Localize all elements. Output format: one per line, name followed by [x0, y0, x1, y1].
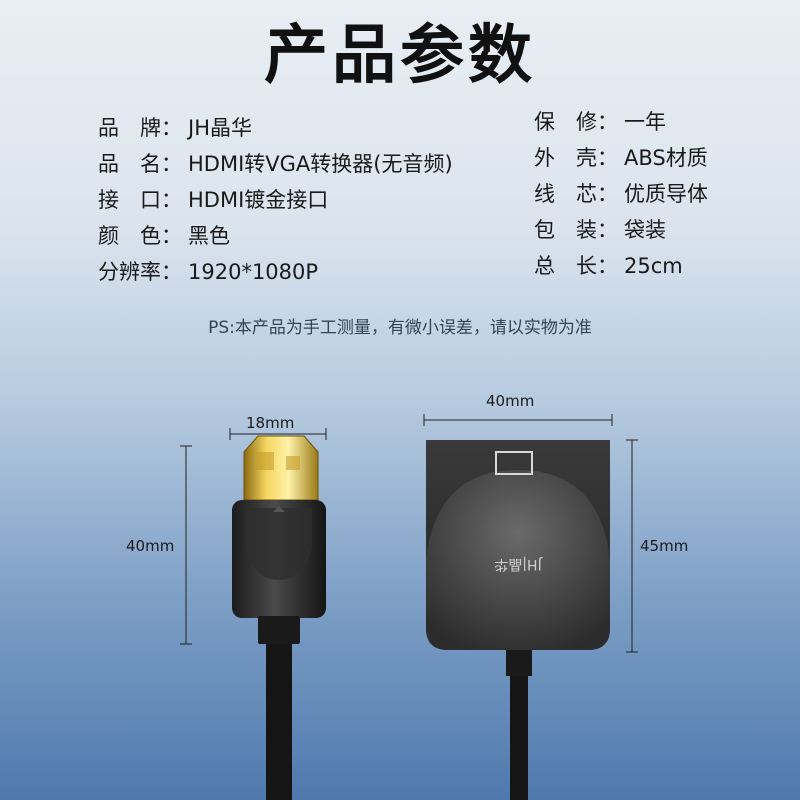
box-height-label: 45mm	[640, 537, 689, 555]
measurement-note: PS:本产品为手工测量，有微小误差，请以实物为准	[208, 318, 592, 338]
spec-value: 优质导体	[624, 182, 708, 206]
spec-key: 品 牌：	[98, 116, 182, 140]
spec-interface: 接 口：HDMI镀金接口	[98, 188, 328, 212]
box-strain-relief	[506, 650, 532, 676]
spec-key: 总 长：	[534, 254, 618, 278]
spec-value: 黑色	[188, 224, 230, 248]
spec-key: 分辨率：	[98, 260, 182, 284]
spec-product-name: 品 名：HDMI转VGA转换器(无音频)	[98, 152, 453, 176]
spec-value: ABS材质	[624, 146, 708, 170]
spec-warranty: 保 修：一年	[534, 110, 666, 134]
monitor-icon	[495, 451, 533, 475]
spec-core: 线 芯：优质导体	[534, 182, 708, 206]
gold-plug-tip	[243, 435, 319, 501]
strain-relief	[258, 616, 300, 644]
box-hump	[426, 470, 610, 650]
spec-value: 一年	[624, 110, 666, 134]
box-cable	[510, 676, 528, 800]
dimension-lines	[180, 414, 638, 653]
spec-value: JH晶华	[188, 116, 252, 140]
plug-contact	[256, 452, 274, 470]
hdmi-plug	[232, 435, 326, 800]
spec-key: 包 装：	[534, 218, 618, 242]
plug-height-label: 40mm	[126, 537, 175, 555]
spec-resolution: 分辨率：1920*1080P	[98, 260, 318, 284]
spec-key: 颜 色：	[98, 224, 182, 248]
arrow-icon	[273, 506, 285, 512]
spec-key: 接 口：	[98, 188, 182, 212]
spec-package: 包 装：袋装	[534, 218, 666, 242]
spec-length: 总 长：25cm	[534, 254, 683, 278]
spec-value: HDMI转VGA转换器(无音频)	[188, 152, 453, 176]
spec-brand: 品 牌：JH晶华	[98, 116, 252, 140]
box-width-label: 40mm	[486, 392, 535, 410]
spec-value: 1920*1080P	[188, 260, 319, 284]
spec-key: 品 名：	[98, 152, 182, 176]
spec-value: 25cm	[624, 254, 683, 278]
spec-shell: 外 壳：ABS材质	[534, 146, 708, 170]
brand-logo: JH|晶华	[494, 556, 542, 572]
spec-key: 外 壳：	[534, 146, 618, 170]
page-title: 产品参数	[264, 19, 536, 93]
spec-key: 线 芯：	[534, 182, 618, 206]
vga-adapter-box: JH|晶华	[426, 440, 610, 800]
spec-value: 袋装	[624, 218, 666, 242]
spec-key: 保 修：	[534, 110, 618, 134]
plug-width-label: 18mm	[246, 414, 295, 432]
plug-grip	[246, 508, 312, 580]
spec-value: HDMI镀金接口	[188, 188, 329, 212]
plug-contact	[286, 456, 300, 470]
spec-color: 颜 色：黑色	[98, 224, 230, 248]
cable	[266, 644, 292, 800]
